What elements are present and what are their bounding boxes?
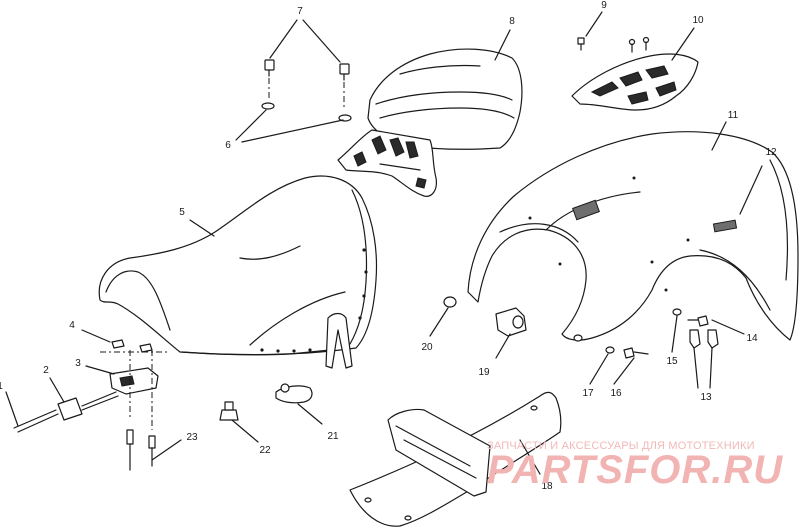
watermark-caption: ЗАПЧАСТИ И АКСЕССУАРЫ ДЛЯ МОТОТЕХНИКИ (487, 440, 755, 452)
bottom-tray (349, 391, 562, 527)
callout-5: 5 (179, 207, 185, 218)
callout-20: 20 (421, 342, 433, 353)
callout-21: 21 (327, 431, 339, 442)
callout-9: 9 (601, 0, 607, 11)
callout-22: 22 (259, 445, 271, 456)
callout-10: 10 (692, 15, 704, 26)
leader-lines (5, 11, 763, 475)
passenger-seat-fasteners (261, 59, 352, 122)
fender-hardware (605, 308, 719, 359)
callout-4: 4 (69, 320, 75, 331)
callout-14: 14 (746, 333, 758, 344)
callout-23: 23 (186, 432, 198, 443)
callout-13: 13 (700, 392, 712, 403)
callout-19: 19 (478, 367, 490, 378)
callout-17: 17 (582, 388, 594, 399)
callout-8: 8 (509, 16, 515, 27)
seat-lock-assembly (13, 339, 170, 471)
callout-2: 2 (43, 365, 49, 376)
luggage-rack (571, 36, 699, 111)
rear-fender (467, 131, 799, 342)
callout-1: 1 (0, 381, 3, 393)
callout-12: 12 (765, 147, 777, 158)
callout-3: 3 (75, 358, 81, 369)
callout-16: 16 (610, 388, 622, 399)
main-seat (98, 175, 378, 369)
callout-7: 7 (297, 6, 303, 17)
callout-15: 15 (666, 356, 678, 367)
seat-mount-21 (275, 383, 313, 404)
callout-18: 18 (541, 481, 553, 492)
callout-11: 11 (727, 110, 739, 121)
watermark-logo: PARTSFOR.RU (487, 448, 784, 492)
seat-mount-22 (219, 401, 239, 421)
callout-6: 6 (225, 140, 231, 151)
passenger-seat (337, 48, 523, 197)
bracket (495, 307, 527, 337)
grommet (443, 296, 457, 308)
